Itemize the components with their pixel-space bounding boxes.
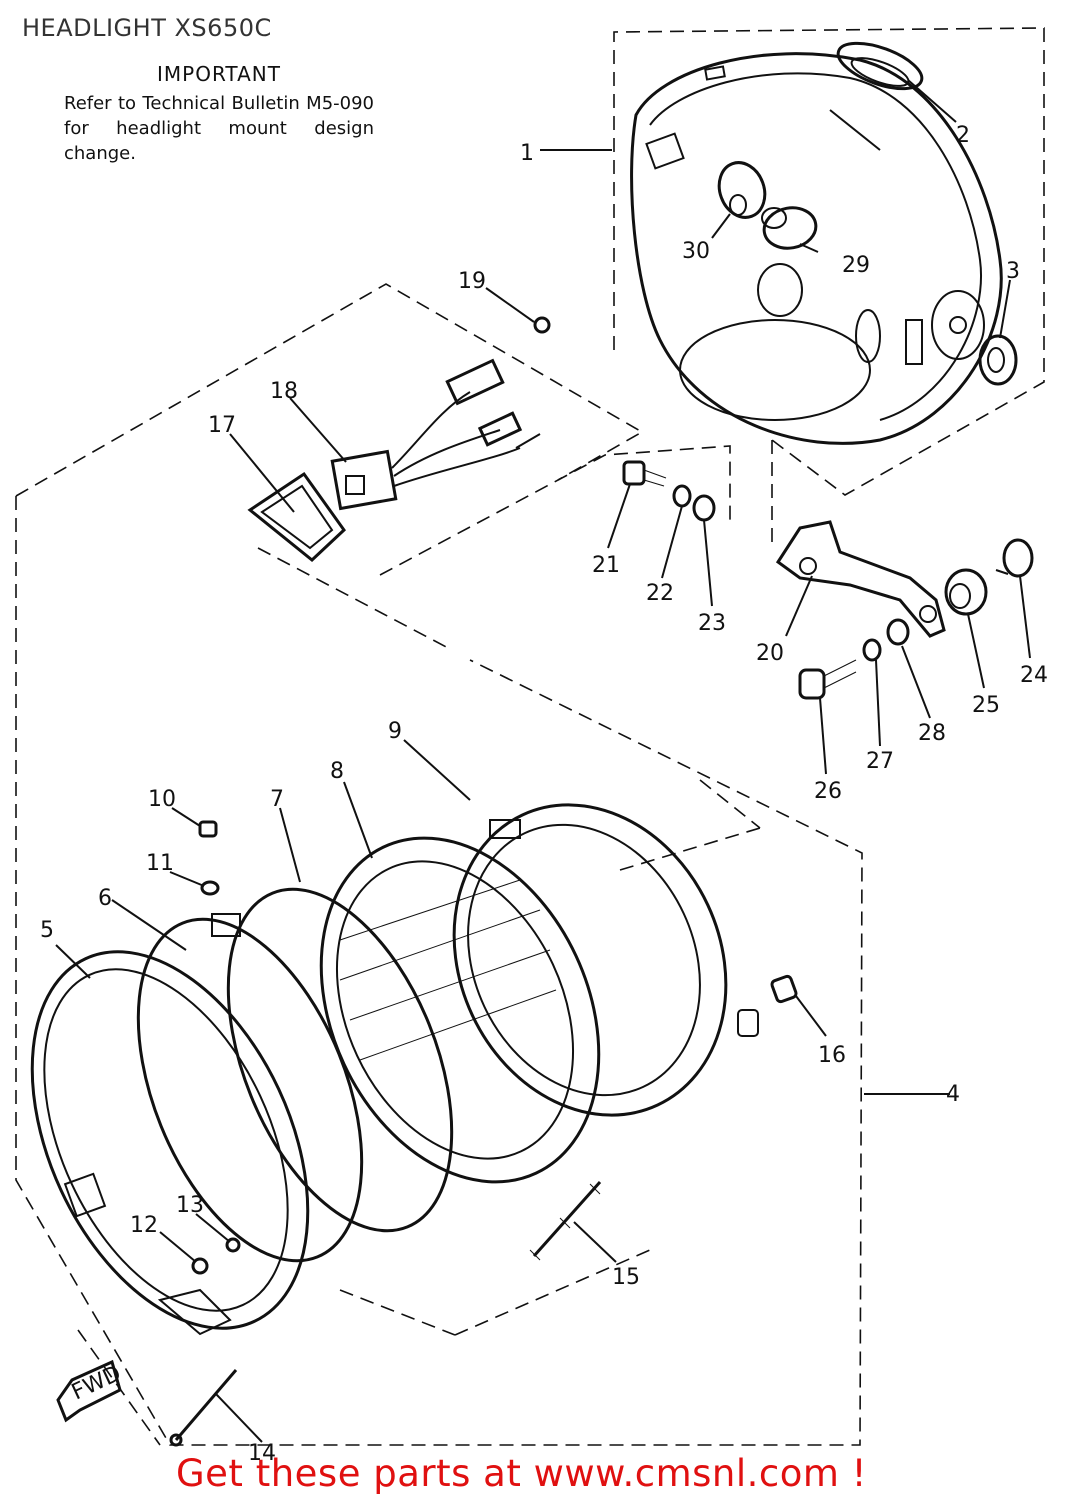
callout-19: 19 [458, 269, 486, 294]
callout-3: 3 [1006, 259, 1020, 284]
grommet-part-2 [836, 41, 924, 91]
sealed-beam-part-8 [319, 836, 601, 1184]
callout-10: 10 [148, 787, 176, 812]
wiring-dashed-boundary-lower [257, 547, 453, 651]
grommet-part-29 [761, 206, 818, 250]
headlight-case-part-9 [452, 803, 728, 1117]
grommet-part-3 [978, 334, 1018, 386]
callout-7: 7 [270, 787, 284, 812]
rim-part-7 [226, 887, 454, 1233]
bolt-part-21 [622, 460, 667, 487]
callout-17: 17 [208, 413, 236, 438]
headlight-housing [630, 52, 1003, 445]
rim-part-5 [30, 950, 310, 1336]
spring-part-15 [529, 1181, 602, 1261]
callout-13: 13 [176, 1193, 204, 1218]
callout-26: 26 [814, 779, 842, 804]
footer-link-text[interactable]: Get these parts at www.cmsnl.com ! [176, 1452, 868, 1495]
callout-24: 24 [1020, 663, 1048, 688]
nut-part-13 [225, 1237, 241, 1253]
screw-part-19 [533, 316, 551, 334]
lamp-unit-dashed-inner [699, 779, 761, 829]
leader-lines [55, 79, 1031, 1443]
callout-25: 25 [972, 693, 1000, 718]
page-title: HEADLIGHT XS650C [22, 14, 272, 42]
bracket-dashed-boundary [379, 445, 731, 576]
callout-27: 27 [866, 749, 894, 774]
callout-30: 30 [682, 239, 710, 264]
callout-29: 29 [842, 253, 870, 278]
washer-part-11 [200, 880, 220, 896]
rim-dashed-link [339, 1289, 456, 1336]
bolt-part-24 [995, 538, 1034, 578]
callout-20: 20 [756, 641, 784, 666]
callout-6: 6 [98, 886, 112, 911]
headlight-cover-part-17 [247, 471, 346, 562]
callout-14: 14 [248, 1441, 276, 1466]
wiring-dashed-boundary [15, 283, 644, 497]
washer-part-22 [672, 484, 692, 508]
bracket-part-20 [775, 520, 946, 638]
callout-8: 8 [330, 759, 344, 784]
callout-15: 15 [612, 1265, 640, 1290]
callout-21: 21 [592, 553, 620, 578]
adjust-nut-part-16 [737, 974, 798, 1037]
damper-part-25 [944, 568, 988, 616]
rim-dashed-link2 [454, 1249, 651, 1336]
callout-18: 18 [270, 379, 298, 404]
callout-5: 5 [40, 918, 54, 943]
callout-12: 12 [130, 1213, 158, 1238]
callout-28: 28 [918, 721, 946, 746]
note-heading: IMPORTANT [157, 62, 281, 86]
important-note: IMPORTANT Refer to Technical Bulletin M5… [64, 62, 374, 166]
housing-dashed-boundary [613, 27, 1045, 496]
rim-part-6 [136, 913, 364, 1263]
lamp-unit-dashed-boundary [15, 496, 863, 1446]
screw-part-12 [191, 1257, 209, 1275]
grommet-part-30 [717, 161, 767, 219]
lamp-unit-dashed-inner2 [619, 827, 761, 871]
callout-16: 16 [818, 1043, 846, 1068]
callout-2: 2 [956, 123, 970, 148]
callout-1: 1 [520, 141, 534, 166]
callout-11: 11 [146, 851, 174, 876]
washer-part-28 [886, 618, 910, 646]
screw-part-10 [198, 820, 218, 838]
nut-part-23 [692, 494, 716, 522]
screw-part-14 [169, 1369, 238, 1447]
callout-9: 9 [388, 719, 402, 744]
forward-arrow-icon: FWD [56, 1359, 125, 1423]
callout-22: 22 [646, 581, 674, 606]
socket-harness-part-18 [330, 358, 541, 511]
note-body: Refer to Technical Bulletin M5-090 for h… [64, 93, 374, 164]
callout-23: 23 [698, 611, 726, 636]
washer-part-27 [862, 638, 882, 662]
callout-labels: 1 2 3 4 5 6 7 8 9 10 11 12 13 14 15 16 1… [40, 123, 1048, 1466]
callout-4: 4 [946, 1082, 960, 1107]
bolt-part-26 [798, 659, 857, 700]
